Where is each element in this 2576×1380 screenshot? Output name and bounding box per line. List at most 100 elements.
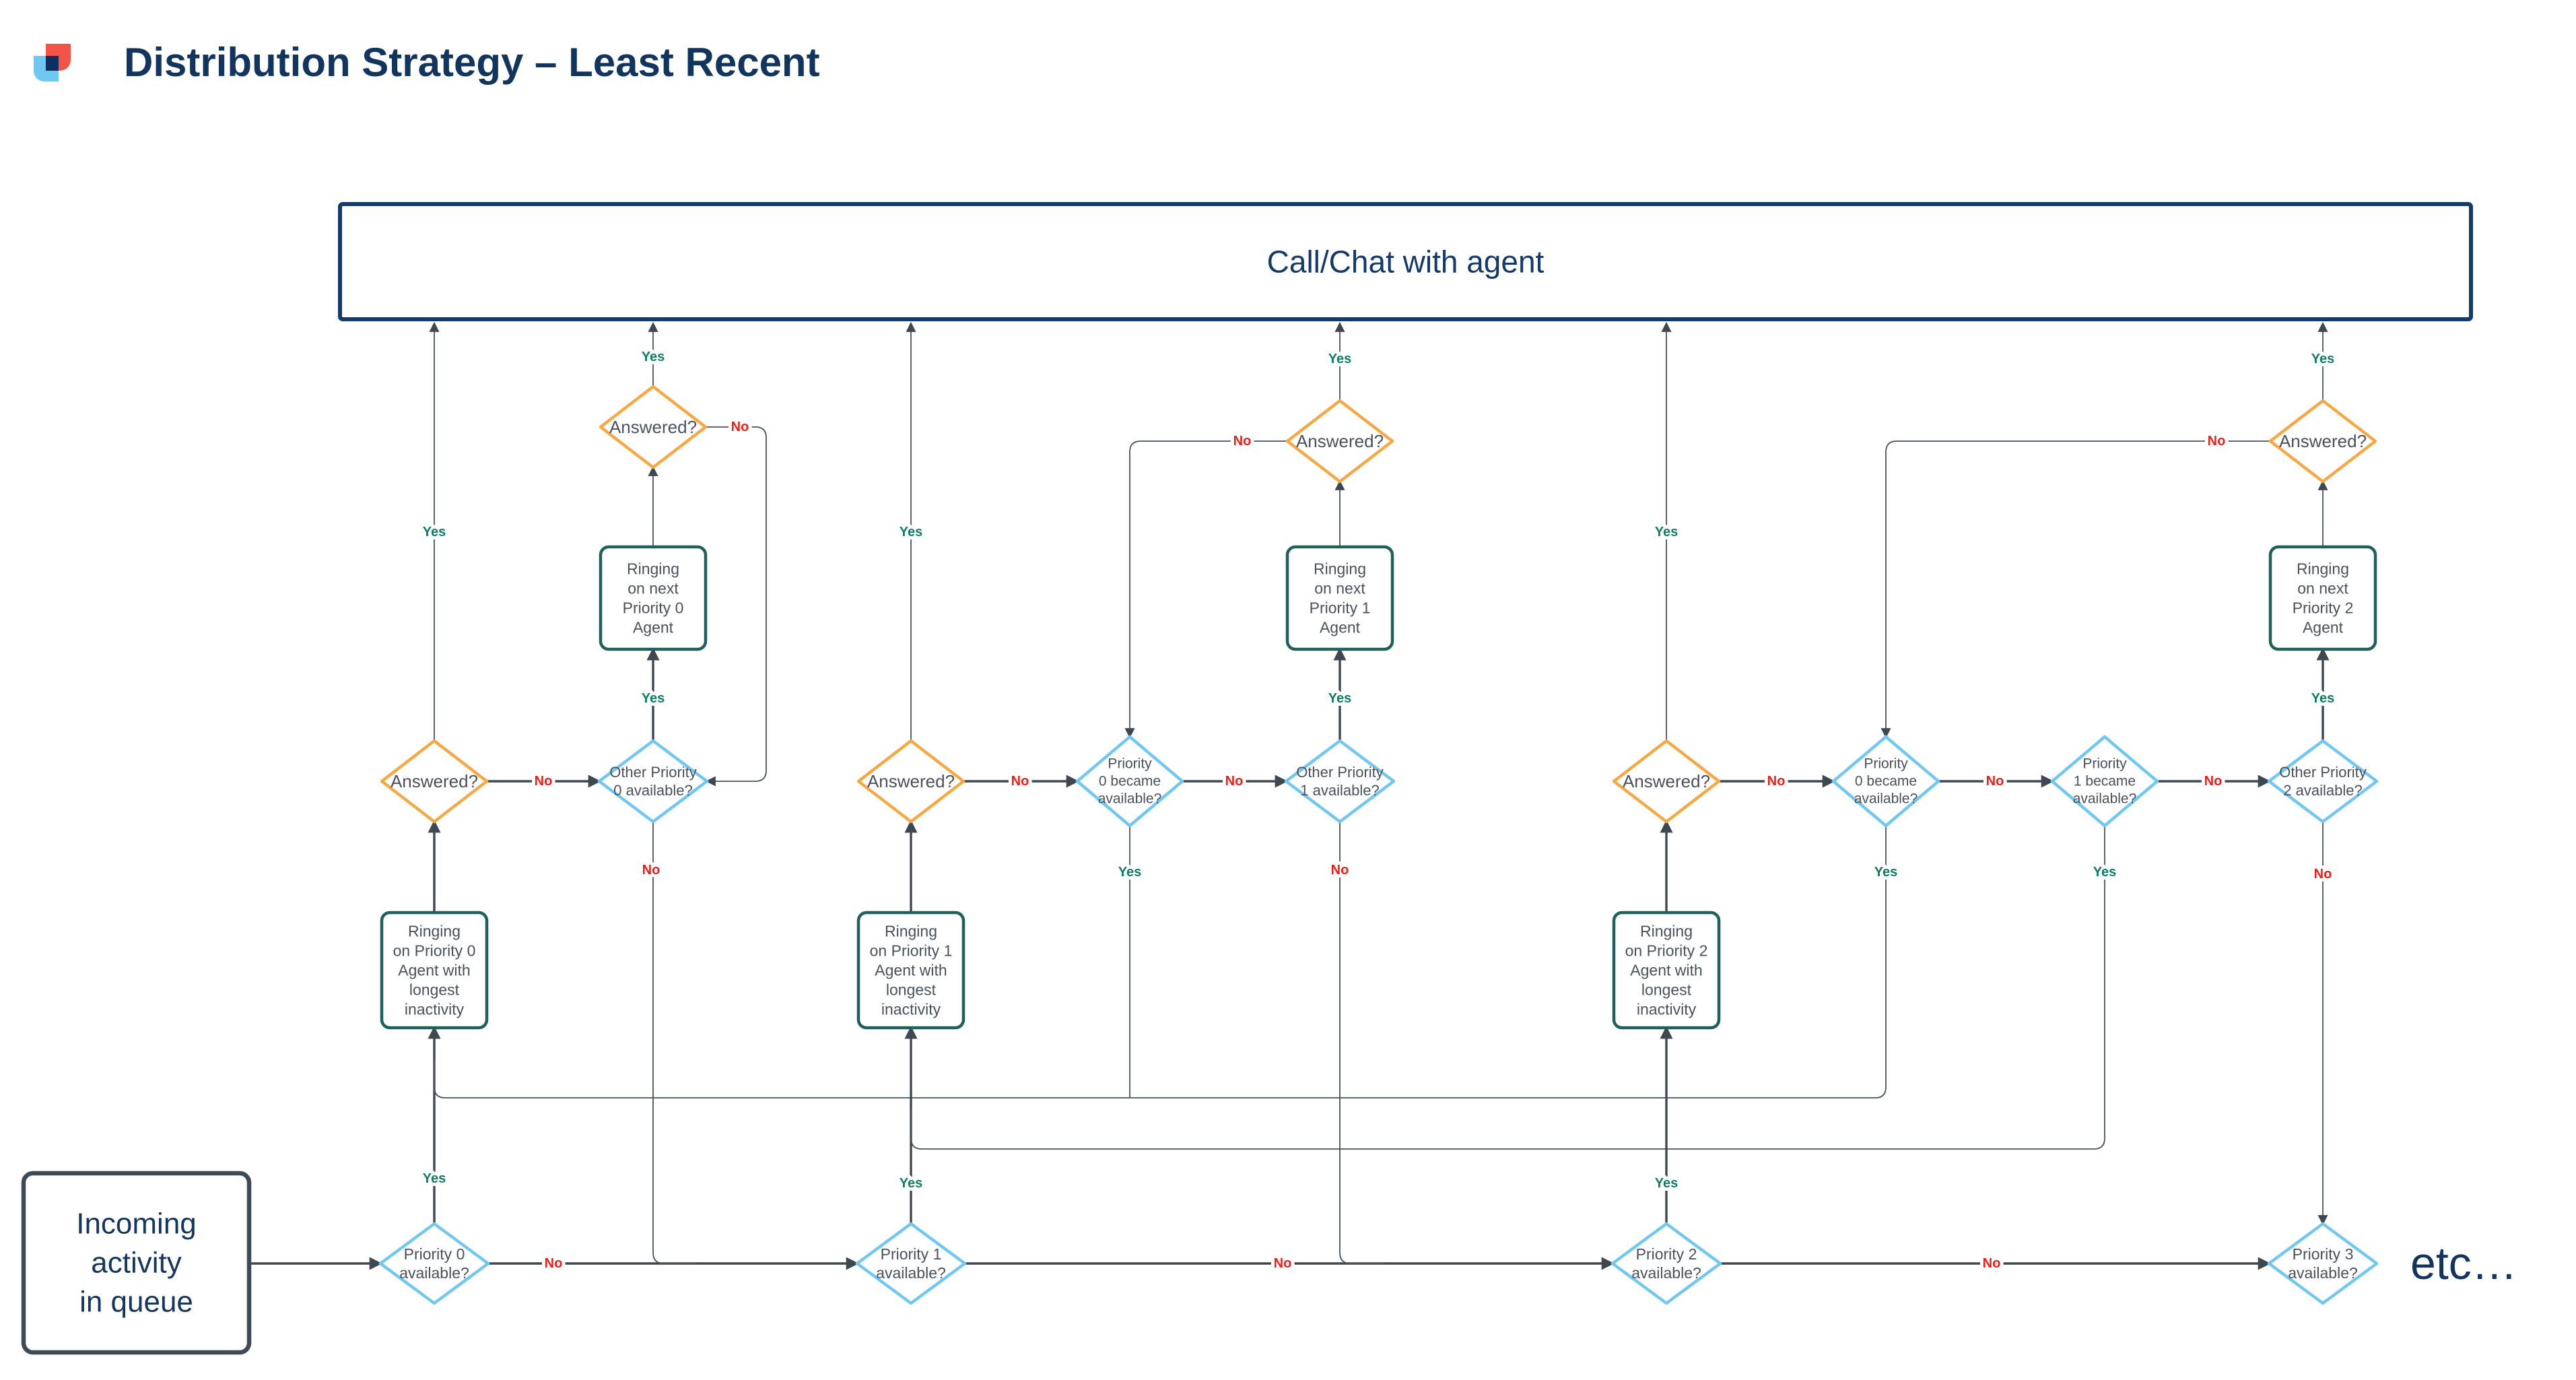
flow-label-yes: Yes: [1655, 1176, 1678, 1191]
flow-label-yes: Yes: [2093, 865, 2116, 880]
node-label: available?: [1854, 791, 1918, 807]
page-title: Distribution Strategy – Least Recent: [124, 40, 820, 85]
node-answered-p1-retry: Answered?: [1285, 399, 1394, 484]
node-label: Agent with: [398, 962, 470, 979]
flow-label-yes: Yes: [1328, 352, 1351, 366]
flow-label-no: No: [1233, 434, 1252, 449]
node-label: Ringing: [627, 560, 679, 578]
node-label: Call/Chat with agent: [1267, 244, 1545, 280]
node-label: Priority 2: [1636, 1245, 1697, 1263]
node-label: inactivity: [1637, 1001, 1697, 1018]
edge-answered-p1-retry-no-loop: [1124, 440, 1287, 739]
edge-answered-p0-retry-no-loop: [705, 426, 767, 787]
flow-label-yes: Yes: [423, 1171, 446, 1186]
app-logo-icon: [34, 43, 98, 81]
node-label: Ringing: [2297, 560, 2349, 578]
node-label: Agent: [2303, 619, 2344, 636]
node-label: Ringing: [1314, 560, 1366, 578]
node-label: Answered?: [2279, 431, 2367, 451]
node-label: Priority 1: [881, 1245, 942, 1263]
node-label: in queue: [79, 1286, 193, 1319]
flow-label-no: No: [2314, 867, 2332, 882]
node-label: Priority 2: [2293, 599, 2354, 617]
node-label: available?: [1631, 1264, 1701, 1282]
node-answered-p2-main: Answered?: [1612, 739, 1721, 824]
node-label: Priority: [1108, 756, 1152, 772]
flow-label-yes: Yes: [1328, 691, 1351, 706]
diagram-header: Distribution Strategy – Least Recent: [34, 39, 820, 86]
node-label: Priority 0: [623, 599, 684, 617]
node-label: longest: [409, 981, 460, 999]
node-label: Answered?: [609, 417, 697, 437]
flow-label-yes: Yes: [642, 691, 665, 706]
node-answered-p0-retry: Answered?: [599, 385, 708, 469]
node-label: activity: [91, 1247, 181, 1280]
node-answered-p0-main: Answered?: [380, 739, 489, 824]
node-label: 1 became: [2074, 774, 2136, 789]
node-label: 0 became: [1099, 774, 1161, 789]
node-label: Ringing: [408, 923, 461, 940]
flow-label-no: No: [731, 420, 749, 434]
node-label: Priority 3: [2293, 1245, 2354, 1263]
flow-label-yes: Yes: [642, 350, 665, 364]
node-label: available?: [876, 1264, 946, 1282]
etc-note: etc…: [2410, 1238, 2517, 1289]
node-label: on Priority 2: [1625, 942, 1708, 960]
flow-label-yes: Yes: [900, 1176, 922, 1191]
node-label: 0 available?: [613, 782, 692, 799]
node-label: Other Priority: [1296, 764, 1384, 781]
node-label: available?: [1098, 791, 1162, 807]
node-answered-p1-main: Answered?: [856, 739, 965, 824]
node-label: Agent with: [875, 962, 947, 979]
flow-label-yes: Yes: [2311, 691, 2334, 706]
node-label: Priority 0: [404, 1245, 465, 1263]
node-label: longest: [1641, 981, 1692, 999]
node-label: on Priority 0: [393, 942, 476, 960]
flow-label-no: No: [1767, 774, 1786, 789]
node-label: 2 available?: [2283, 782, 2362, 799]
node-priority-0-became-available-s1: Priority 0 became available?: [1075, 735, 1184, 828]
flow-label-yes: Yes: [900, 525, 922, 539]
flow-label-no: No: [2208, 434, 2226, 449]
node-label: available?: [2073, 791, 2137, 807]
node-label: Incoming: [76, 1208, 197, 1241]
flow-label-yes: Yes: [1118, 865, 1141, 880]
node-label: Agent: [1320, 619, 1361, 636]
flow-label-yes: Yes: [1655, 525, 1678, 539]
edge-became-p0-s2-yes-return: [434, 826, 1887, 1098]
node-label: inactivity: [405, 1001, 465, 1018]
node-label: Answered?: [1623, 771, 1710, 791]
flow-label-yes: Yes: [2311, 352, 2334, 366]
node-answered-p2-retry: Answered?: [2268, 399, 2377, 484]
flow-label-no: No: [1331, 863, 1349, 878]
flow-label-no: No: [2204, 774, 2223, 789]
node-ringing-priority-0-longest-inactivity: Ringing on Priority 0 Agent with longest ina…: [380, 911, 489, 1030]
edge-other-p0-no-down: [652, 822, 697, 1264]
edge-became-p1-s2-yes-return: [910, 826, 2105, 1150]
node-label: longest: [886, 981, 937, 999]
node-label: inactivity: [881, 1001, 941, 1018]
node-incoming-activity-in-queue: Incoming activity in queue: [21, 1171, 252, 1355]
node-label: 0 became: [1855, 774, 1917, 789]
node-label: on next: [1314, 580, 1365, 597]
node-label: Ringing: [885, 923, 937, 940]
flow-label-no: No: [1225, 774, 1244, 789]
node-label: Answered?: [1296, 431, 1384, 451]
node-label: Agent with: [1630, 962, 1702, 979]
node-label: Priority 1: [1310, 599, 1371, 617]
node-label: on next: [628, 580, 679, 597]
flow-label-no: No: [1983, 1256, 2001, 1271]
node-label: Answered?: [391, 771, 478, 791]
node-label: Other Priority: [609, 764, 697, 781]
node-label: Priority: [1864, 756, 1908, 772]
